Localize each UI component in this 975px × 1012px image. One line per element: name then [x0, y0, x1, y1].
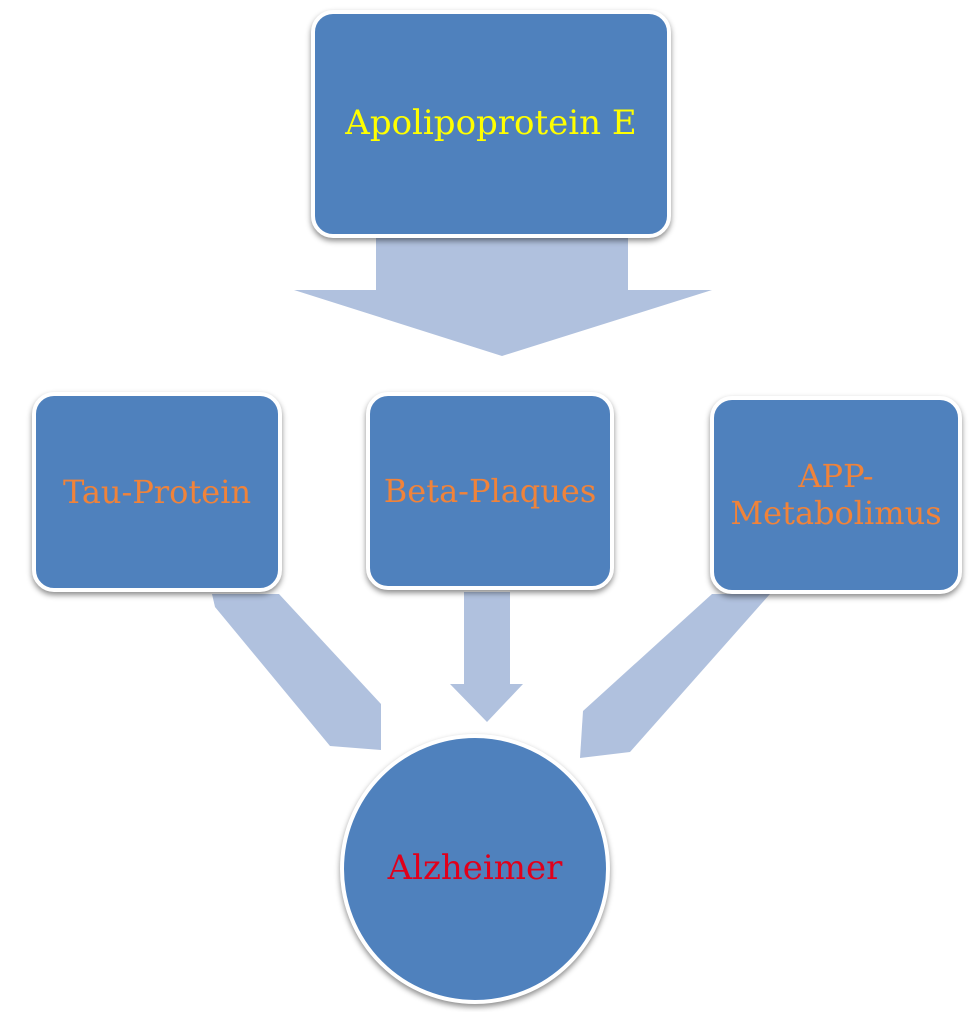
node-alzheimer-label: Alzheimer [387, 848, 563, 889]
arrow-right-to-bottom [580, 594, 770, 758]
node-beta-plaques-label: Beta-Plaques [383, 471, 597, 510]
node-beta-plaques: Beta-Plaques [366, 392, 614, 590]
arrow-left-to-bottom [212, 594, 381, 750]
node-apolipoprotein-e: Apolipoprotein E [311, 10, 671, 238]
node-tau-protein: Tau-Protein [32, 392, 282, 592]
node-tau-protein-label: Tau-Protein [62, 472, 252, 511]
node-app-metabolimus: APP- Metabolimus [710, 396, 962, 594]
arrow-top-to-row [294, 238, 712, 356]
arrow-middle-to-bottom [450, 592, 523, 722]
node-app-metabolimus-label: APP- Metabolimus [730, 457, 942, 532]
node-alzheimer: Alzheimer [340, 734, 610, 1004]
node-apolipoprotein-e-label: Apolipoprotein E [345, 103, 637, 144]
